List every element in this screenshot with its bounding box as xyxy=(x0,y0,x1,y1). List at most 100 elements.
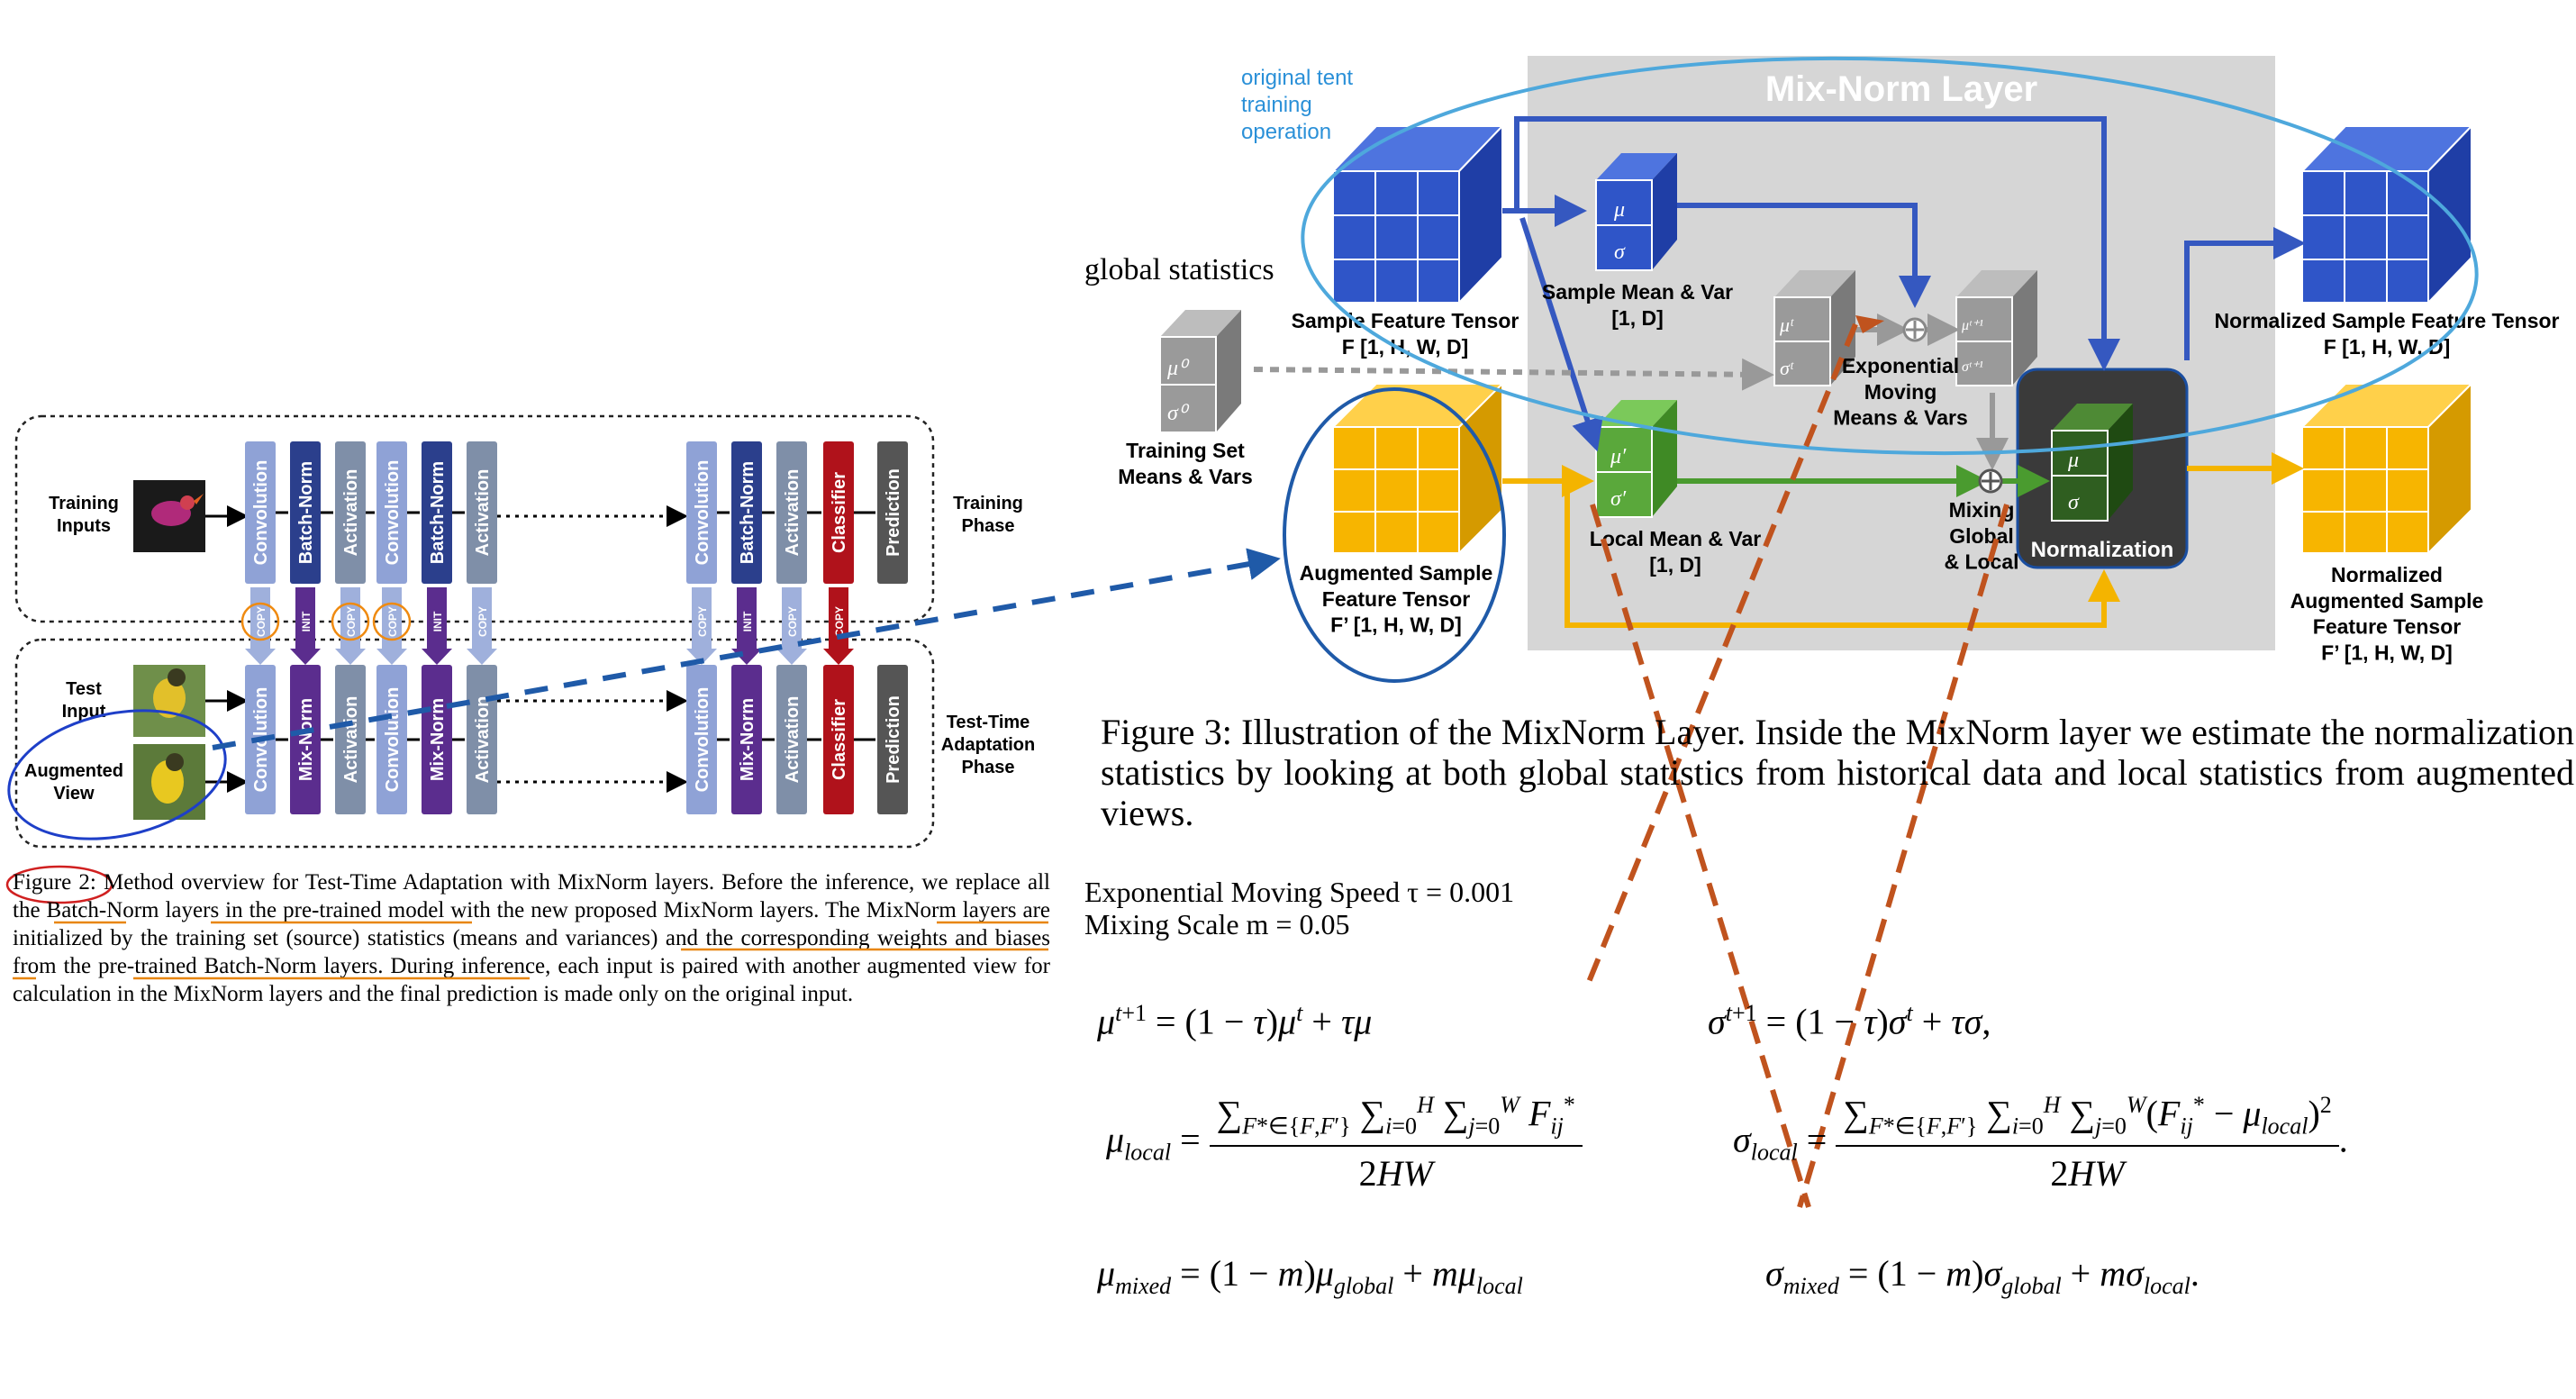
train-block-activation xyxy=(467,441,497,584)
tag-label: INIT xyxy=(431,611,444,631)
train-block-label: Convolution xyxy=(693,460,712,566)
annotation-red-dash-1 xyxy=(1583,322,1858,993)
svg-text:σ: σ xyxy=(2068,491,2080,514)
test-block-convolution xyxy=(376,665,407,814)
tag-label: INIT xyxy=(300,611,313,631)
ema-block-next: μᵗ⁺¹ σᵗ⁺¹ xyxy=(1955,270,2037,386)
test-block-activation xyxy=(335,665,366,814)
train-block-label: Activation xyxy=(783,469,803,557)
tag-label: COPY xyxy=(476,606,489,637)
figure-2-caption-label: Figure 2: xyxy=(13,870,96,895)
svg-text:σ′: σ′ xyxy=(1610,487,1627,511)
train-block-convolution xyxy=(376,441,407,584)
svg-text:μᵗ⁺¹: μᵗ⁺¹ xyxy=(1961,318,1983,333)
test-block-mix-norm xyxy=(290,665,321,814)
tag-label: COPY xyxy=(833,606,846,637)
train-block-label: Prediction xyxy=(884,468,903,557)
equation-mixed-var: σmixed = (1 − m)σglobal + mσlocal. xyxy=(1765,1253,2200,1299)
test-block-label: Convolution xyxy=(383,687,403,793)
tag-arrow-copy xyxy=(376,587,407,665)
train-block-activation xyxy=(776,441,807,584)
test-pipeline: ConvolutionMix-NormActivationConvolution… xyxy=(245,665,908,814)
svg-text:μ: μ xyxy=(1613,198,1625,222)
tag-label: INIT xyxy=(741,611,754,631)
figure-2-caption-text: Method overview for Test-Time Adaptation… xyxy=(13,870,1050,1006)
equation-ema-mean: μt+1 = (1 − τ)μt + τμ xyxy=(1097,1000,1373,1042)
equation-ema-var: σt+1 = (1 − τ)σt + τσ, xyxy=(1708,1000,1991,1042)
sample-mean-var-label: Sample Mean & Var[1, D] xyxy=(1542,280,1733,330)
annotation-red-dash-3 xyxy=(1797,504,2009,1208)
training-stats-block: μ⁰ σ⁰ xyxy=(1159,310,1241,433)
local-mean-var-block: μ′ σ′ xyxy=(1595,400,1677,518)
train-block-prediction xyxy=(877,441,908,584)
svg-text:σᵗ⁺¹: σᵗ⁺¹ xyxy=(1962,359,1983,375)
annotation-circle xyxy=(240,602,280,641)
train-block-label: Batch-Norm xyxy=(428,461,448,564)
svg-text:μ: μ xyxy=(2067,449,2079,472)
train-block-classifier xyxy=(823,441,854,584)
test-block-prediction xyxy=(877,665,908,814)
annotation-circle xyxy=(372,602,412,641)
train-block-activation xyxy=(335,441,366,584)
train-block-label: Batch-Norm xyxy=(296,461,316,564)
mixed-stats-block: μ σ xyxy=(2051,404,2133,522)
tag-arrow-copy xyxy=(686,587,717,665)
svg-text:σ⁰: σ⁰ xyxy=(1167,402,1190,425)
mixnorm-layer-title: Mix-Norm Layer xyxy=(1765,69,2037,109)
svg-text:μ′: μ′ xyxy=(1610,445,1627,468)
test-block-label: Classifier xyxy=(830,699,849,780)
annotation-ellipse-figure-label xyxy=(5,865,113,904)
train-block-label: Activation xyxy=(341,469,361,557)
tag-arrow-copy xyxy=(467,587,497,665)
tag-arrow-copy xyxy=(823,587,854,665)
train-block-batch-norm xyxy=(422,441,452,584)
train-block-label: Classifier xyxy=(830,472,849,553)
svg-text:σᵗ: σᵗ xyxy=(1780,357,1794,379)
test-block-label: Activation xyxy=(341,696,361,784)
figure-3-caption: Figure 3: Illustration of the MixNorm La… xyxy=(1101,712,2574,833)
train-block-convolution xyxy=(686,441,717,584)
annotation-circle xyxy=(331,602,370,641)
sample-feature-tensor-cube xyxy=(1330,123,1505,305)
test-block-label: Activation xyxy=(473,696,493,784)
normalized-sample-tensor-cube xyxy=(2299,123,2474,305)
tag-arrow-init xyxy=(731,587,762,665)
annotation-dashed-link xyxy=(212,548,1281,750)
tag-label: COPY xyxy=(345,606,358,637)
param-moving-speed: Exponential Moving Speed τ = 0.001 xyxy=(1084,876,1515,908)
annotation-ellipse-augmented xyxy=(7,709,227,840)
normalized-augmented-tensor-cube xyxy=(2299,381,2474,556)
train-block-label: Convolution xyxy=(251,460,271,566)
train-block-batch-norm xyxy=(731,441,762,584)
figure-3: Mix-Norm Layer xyxy=(1084,56,2560,1208)
test-block-mix-norm xyxy=(731,665,762,814)
svg-text:μ⁰: μ⁰ xyxy=(1166,357,1190,380)
annotation-global-text: global statistics xyxy=(1084,253,1274,286)
test-block-label: Mix-Norm xyxy=(738,698,757,781)
equation-local-var: σlocal = ∑F*∈{F,F′} ∑i=0H ∑j=0W(Fij* − μ… xyxy=(1733,1092,2348,1195)
test-block-label: Mix-Norm xyxy=(428,698,448,781)
sample-mean-var-block: μ σ xyxy=(1595,153,1677,271)
train-block-convolution xyxy=(245,441,276,584)
train-block-label: Activation xyxy=(473,469,493,557)
test-block-convolution xyxy=(686,665,717,814)
svg-text:σ: σ xyxy=(1614,241,1626,264)
local-mean-var-label: Local Mean & Var[1, D] xyxy=(1590,527,1762,577)
normalization-label: Normalization xyxy=(2031,538,2174,562)
test-block-mix-norm xyxy=(422,665,452,814)
param-mixing-scale: Mixing Scale m = 0.05 xyxy=(1084,908,1350,940)
train-block-label: Convolution xyxy=(383,460,403,566)
tag-label: COPY xyxy=(386,606,399,637)
train-block-batch-norm xyxy=(290,441,321,584)
annotation-red-dash-2 xyxy=(1590,504,1811,1208)
tag-arrow-init xyxy=(290,587,321,665)
